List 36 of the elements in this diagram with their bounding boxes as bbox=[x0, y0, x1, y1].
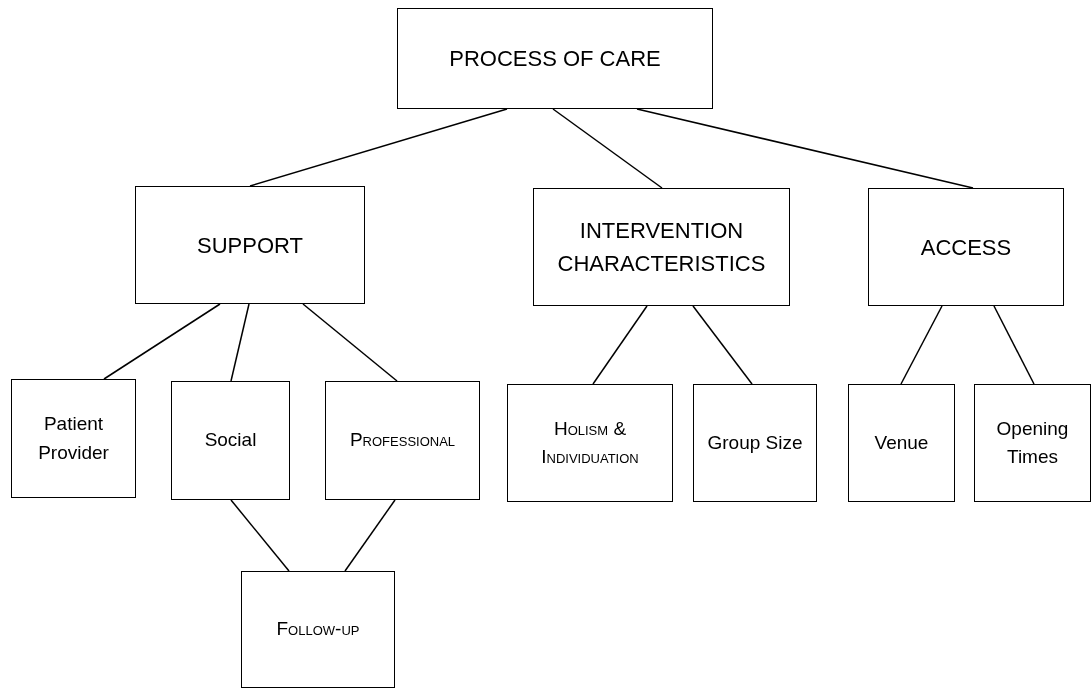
category-box bbox=[11, 379, 136, 498]
box-label: Opening Times bbox=[995, 416, 1070, 469]
box-label: Follow-up bbox=[276, 617, 360, 642]
box-label: Professional bbox=[349, 428, 456, 453]
connector-line bbox=[993, 305, 1035, 385]
box-label: PROCESS OF CARE bbox=[449, 45, 661, 73]
category-box bbox=[325, 381, 480, 500]
connector-line bbox=[592, 305, 648, 385]
connector-line bbox=[636, 108, 974, 189]
category-box bbox=[848, 384, 955, 502]
box-label: SUPPORT bbox=[197, 231, 303, 260]
category-box bbox=[241, 571, 395, 688]
connector-line bbox=[900, 305, 943, 385]
box-label: ACCESS bbox=[920, 233, 1012, 262]
connector-line bbox=[230, 303, 250, 382]
box-label: Patient Provider bbox=[37, 412, 110, 465]
category-box bbox=[135, 186, 365, 304]
category-box bbox=[397, 8, 713, 109]
connector-line bbox=[249, 108, 508, 187]
connector-line bbox=[552, 108, 663, 189]
connector-line bbox=[344, 499, 396, 572]
connector-line bbox=[103, 303, 221, 380]
box-label: Holism & Individuation bbox=[540, 416, 640, 469]
category-box bbox=[693, 384, 817, 502]
category-box bbox=[507, 384, 673, 502]
connector-line bbox=[692, 305, 753, 385]
category-box bbox=[171, 381, 290, 500]
category-box bbox=[868, 188, 1064, 306]
box-label: Venue bbox=[874, 430, 929, 455]
box-label: Group Size bbox=[707, 430, 803, 455]
connector-line bbox=[230, 499, 290, 572]
box-label: Social bbox=[204, 428, 257, 453]
connector-line bbox=[302, 303, 398, 382]
box-label: INTERVENTION CHARACTERISTICS bbox=[556, 217, 767, 278]
category-box bbox=[974, 384, 1091, 502]
category-box bbox=[533, 188, 790, 306]
